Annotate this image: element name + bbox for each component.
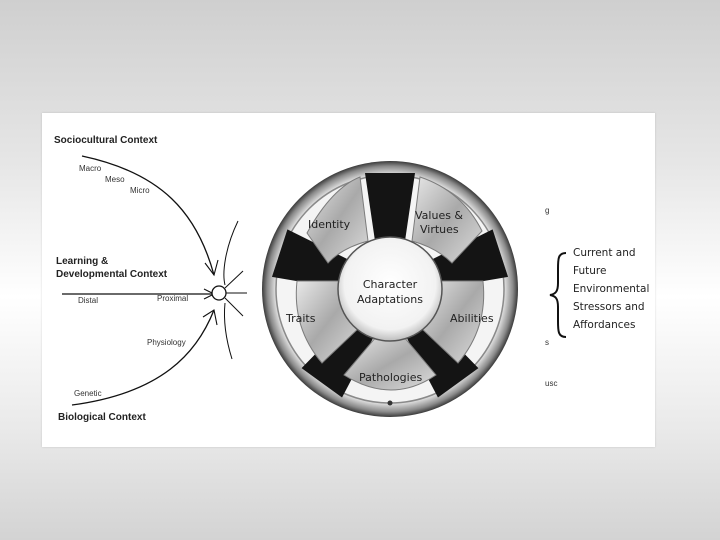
learning-context-label-line1: Learning &: [56, 256, 108, 267]
abilities-label: Abilities: [450, 312, 494, 325]
cut-off-text-top: g: [545, 206, 549, 215]
right-upper-curve: [223, 220, 239, 286]
curly-brace: [549, 252, 567, 338]
values-virtues-label-line2: Virtues: [420, 223, 459, 236]
character-adaptations-label-line1: Character: [363, 278, 418, 291]
node-rays: [224, 270, 247, 317]
environment-label: Current and Future Environmental Stresso…: [573, 247, 649, 331]
biological-context-label: Biological Context: [58, 412, 146, 423]
proximal-label: Proximal: [157, 294, 188, 303]
env-line-5: Affordances: [573, 319, 635, 331]
diagram-image: Sociocultural Context Macro Meso Micro L…: [42, 113, 655, 447]
micro-label: Micro: [130, 186, 150, 195]
distal-label: Distal: [78, 296, 98, 305]
right-lower-curve: [224, 302, 233, 360]
convergence-node: [211, 285, 227, 301]
character-adaptations-label-line2: Adaptations: [357, 293, 423, 306]
biological-line: [71, 309, 215, 406]
sociocultural-context-label: Sociocultural Context: [54, 135, 158, 146]
personality-wheel-diagram: Sociocultural Context Macro Meso Micro L…: [54, 135, 649, 423]
identity-label: Identity: [308, 218, 351, 231]
env-line-3: Environmental: [573, 283, 649, 295]
env-line-1: Current and: [573, 247, 636, 259]
pathologies-label: Pathologies: [359, 371, 422, 384]
traits-label: Traits: [285, 312, 316, 325]
wheel-spokes: [271, 173, 509, 398]
physiology-label: Physiology: [147, 338, 186, 347]
wheel-windows: [295, 176, 485, 391]
cut-off-text-middle: s: [545, 338, 549, 347]
wheel-hub: [337, 236, 443, 342]
values-virtues-label-line1: Values &: [415, 209, 463, 222]
env-line-4: Stressors and: [573, 301, 645, 313]
character-wheel: [262, 161, 518, 417]
cut-off-text-bottom: usc: [545, 379, 557, 388]
env-line-2: Future: [573, 265, 606, 277]
macro-label: Macro: [79, 164, 102, 173]
learning-context-label-line2: Developmental Context: [56, 269, 168, 280]
genetic-label: Genetic: [74, 389, 102, 398]
sociocultural-line: [81, 155, 215, 276]
context-lines: [62, 155, 239, 406]
meso-label: Meso: [105, 175, 125, 184]
